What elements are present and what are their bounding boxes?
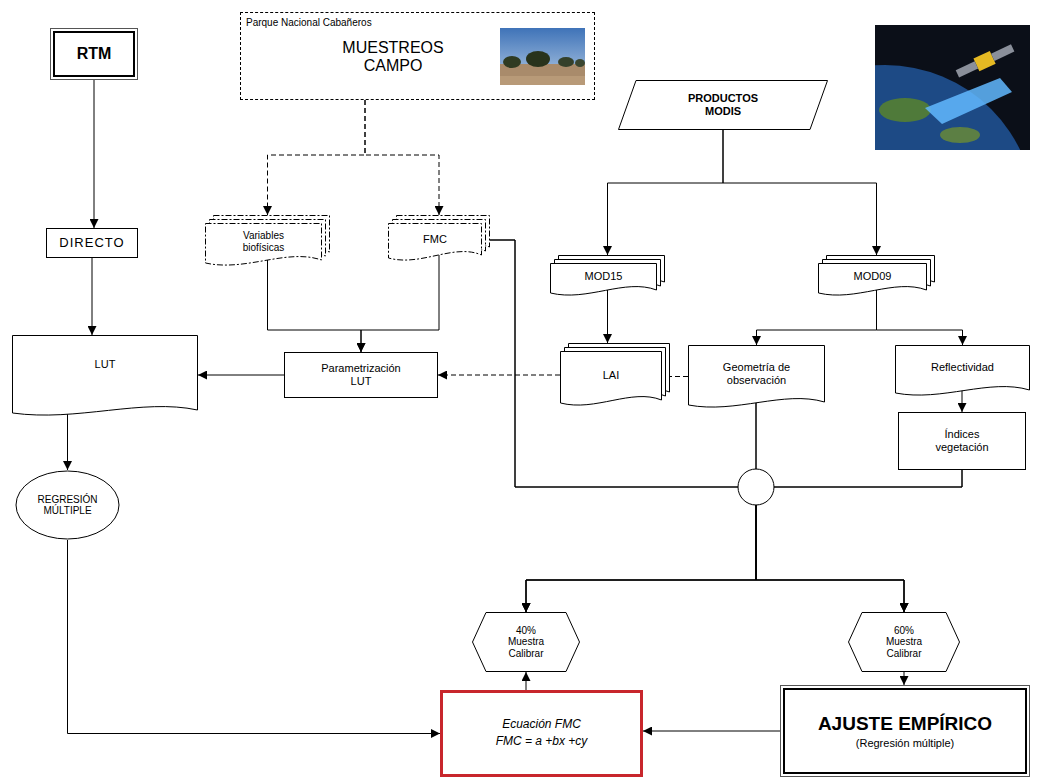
connector: [607, 290, 608, 343]
document-stack: MOD09: [818, 255, 935, 300]
connector: [490, 240, 756, 612]
sample-hexagon: 40% Muestra Calibrar: [472, 612, 580, 672]
connector: [526, 470, 962, 612]
document-stack: FMC: [388, 215, 490, 265]
connector: [526, 672, 527, 690]
connector: [67, 410, 68, 470]
junction-circle: [738, 469, 774, 505]
ellipse-outline: [16, 471, 119, 539]
node-label: Parametrización LUT: [314, 362, 409, 387]
result-box: Ecuación FMC FMC = a +bx +cy: [440, 690, 643, 777]
node-label: PRODUCTOS MODIS: [678, 92, 768, 117]
process-box: DIRECTO: [46, 228, 138, 258]
node-label: Geometría de observación: [717, 361, 797, 386]
node-label: 40% Muestra Calibrar: [501, 625, 551, 660]
node-label: AJUSTE EMPÍRICO: [818, 713, 992, 735]
connector: [723, 130, 877, 255]
document-stack: MOD15: [550, 255, 665, 300]
node-label: Reflectividad: [931, 361, 994, 374]
document-outline: [561, 352, 662, 406]
document-outline: [206, 224, 322, 266]
connector: [438, 375, 560, 376]
node-label: LUT: [95, 358, 116, 371]
connector: [198, 375, 284, 376]
scan-swath: [925, 78, 1012, 124]
connector: [365, 100, 439, 215]
document-stack: LAI: [560, 343, 670, 410]
connector: [490, 240, 904, 612]
document-outline: [389, 224, 482, 261]
document-outline: [619, 81, 828, 130]
photo-tree: [575, 59, 585, 67]
document-outline: [689, 346, 825, 408]
node-subtext: FMC = a +bx +cy: [496, 735, 588, 749]
connector: [268, 260, 362, 352]
photo-sky: [500, 28, 585, 85]
earth-land: [940, 127, 980, 143]
photo-ground: [500, 76, 585, 85]
connector: [757, 290, 877, 345]
earth-land: [879, 98, 931, 122]
connector: [361, 255, 439, 352]
node-label: RTM: [77, 45, 112, 63]
photo-tree: [503, 56, 521, 68]
document-stack: Variables biofísicas: [205, 215, 330, 270]
node-subtext: (Regresión múltiple): [856, 737, 954, 750]
node-label: Índices vegetación: [932, 428, 992, 453]
document-outline: [819, 264, 927, 296]
node-label: Ecuación FMC: [502, 718, 581, 732]
connector: [268, 100, 366, 215]
document-outline: [13, 336, 198, 416]
data-input: PRODUCTOS MODIS: [618, 80, 828, 130]
connector: [756, 470, 962, 612]
node-label: MOD09: [854, 270, 892, 283]
node-label: LAI: [603, 369, 620, 382]
connector: [608, 130, 724, 255]
document-outline: [551, 264, 657, 296]
satellite-panel: [956, 61, 978, 77]
connector: [962, 390, 963, 412]
connector: [904, 672, 905, 685]
node-outline: [12, 335, 198, 420]
landscape-photo: [500, 28, 585, 85]
node-label: REGRESIÓN MÚLTIPLE: [32, 494, 104, 517]
satellite-panel: [991, 44, 1014, 61]
document-shape: Reflectividad: [895, 345, 1030, 400]
earth: [875, 65, 1030, 150]
connector: [670, 376, 688, 377]
connector: [643, 731, 780, 732]
connector: [92, 258, 93, 335]
process-box: AJUSTE EMPÍRICO (Regresión múltiple): [780, 685, 1030, 777]
sample-hexagon: 60% Muestra Calibrar: [848, 612, 960, 672]
satellite-image: [875, 25, 1030, 150]
photo-tree: [526, 51, 550, 67]
node-subtext: MUESTREOS CAMPO: [333, 39, 453, 76]
node-label: MOD15: [585, 270, 623, 283]
process-box: Índices vegetación: [898, 412, 1026, 470]
document-outline: [473, 613, 580, 672]
model-box: RTM: [50, 28, 138, 80]
node-label: FMC: [423, 233, 447, 246]
node-label: Variables biofísicas: [234, 230, 294, 253]
connector: [877, 290, 963, 345]
node-label: DIRECTO: [59, 236, 124, 251]
document-shape: Geometría de observación: [688, 345, 825, 412]
document-outline: [849, 613, 960, 672]
satellite: [954, 42, 1015, 80]
document-outline: [896, 346, 1030, 396]
document-shape: LUT: [12, 335, 198, 420]
field-sampling-box: Parque Nacional CabañerosMUESTREOS CAMPO: [240, 12, 595, 100]
node-label: 60% Muestra Calibrar: [879, 625, 929, 660]
node-label: Parque Nacional Cabañeros: [246, 17, 372, 29]
process-box: Parametrización LUT: [284, 352, 438, 398]
photo-tree: [558, 57, 574, 67]
process-ellipse: REGRESIÓN MÚLTIPLE: [15, 470, 120, 540]
connector: [68, 540, 441, 734]
connector: [94, 80, 95, 228]
